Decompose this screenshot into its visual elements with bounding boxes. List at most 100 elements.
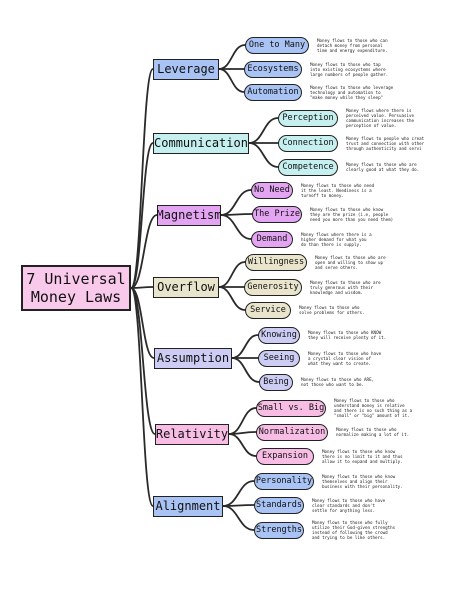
connector-law-to-sub xyxy=(220,213,253,216)
sub-label: Standards xyxy=(255,500,303,510)
sub-label: Expansion xyxy=(261,451,309,461)
sub-node: Normalization xyxy=(256,423,328,441)
root-node: 7 Universal Money Laws xyxy=(21,265,131,311)
sub-description: Money flows to those who KNOW they will … xyxy=(308,330,387,340)
sub-node: Demand xyxy=(251,230,293,248)
law-label: Magnetism xyxy=(156,208,222,222)
connector-law-to-sub xyxy=(218,44,246,70)
sub-description: Money flows to those who know themselves… xyxy=(322,473,403,489)
connector-law-to-sub xyxy=(228,407,257,435)
sub-label: Being xyxy=(263,377,289,387)
sub-description: Money flows to those who have a crystal … xyxy=(308,350,382,366)
connector-law-to-sub xyxy=(231,357,260,383)
law-node-relativity: Relativity xyxy=(155,423,229,445)
sub-node: Expansion xyxy=(256,447,314,465)
connector-root-to-law xyxy=(130,68,154,289)
root-label: 7 Universal Money Laws xyxy=(26,270,126,306)
connector-law-to-sub xyxy=(231,334,259,359)
sub-label: No Need xyxy=(254,185,290,195)
sub-description: Money flows to those who normalize makin… xyxy=(336,427,410,437)
connector-law-to-sub xyxy=(248,117,279,144)
sub-label: Competence xyxy=(282,162,334,172)
sub-label: Normalization xyxy=(258,427,326,437)
sub-description: Money flows where there is perceived val… xyxy=(346,108,415,128)
sub-label: Automation xyxy=(247,87,299,97)
sub-label: Ecosystems xyxy=(247,64,299,74)
sub-description: Money flows to those who solve problems … xyxy=(299,305,365,315)
sub-node: No Need xyxy=(251,181,293,199)
sub-description: Money flows to those who have clear stan… xyxy=(312,497,386,513)
sub-node: Automation xyxy=(244,83,302,101)
sub-node: Strengths xyxy=(254,521,304,539)
sub-node: The Prize xyxy=(252,205,302,223)
connector-root-to-law xyxy=(130,142,154,289)
sub-description: Money flows to those who can detach mone… xyxy=(317,37,388,53)
sub-node: One to Many xyxy=(245,36,309,54)
sub-node: Knowing xyxy=(258,326,300,344)
sub-node: Personality xyxy=(254,472,314,490)
law-label: Alignment xyxy=(155,499,221,513)
sub-description: Money flows to those who leverage techno… xyxy=(310,84,394,100)
law-label: Communication xyxy=(154,136,248,150)
sub-label: Connection xyxy=(282,138,334,148)
connector-law-to-sub xyxy=(218,261,246,288)
law-label: Leverage xyxy=(157,62,215,76)
law-label: Relativity xyxy=(155,427,229,441)
sub-description: Money flows to those who are clearly goo… xyxy=(346,162,420,172)
sub-description: Money flows to those who understand mone… xyxy=(334,398,413,418)
sub-description: Money flows to those who know they are t… xyxy=(310,206,394,222)
sub-label: The Prize xyxy=(253,209,301,219)
sub-label: Generosity xyxy=(247,282,299,292)
connector-root-to-law xyxy=(130,287,154,507)
connector-law-to-sub xyxy=(218,68,245,93)
sub-description: Money flows to those who tap into existi… xyxy=(310,61,389,77)
connector-root-to-law xyxy=(130,287,156,435)
sub-label: Small vs. Big xyxy=(257,403,325,413)
sub-label: Perception xyxy=(282,113,334,123)
sub-label: Seeing xyxy=(263,353,295,363)
law-node-communication: Communication xyxy=(153,132,249,154)
sub-node: Willingness xyxy=(245,253,307,271)
sub-node: Being xyxy=(259,373,293,391)
law-node-magnetism: Magnetism xyxy=(156,204,222,226)
sub-description: Money flows to those who need it the lea… xyxy=(301,182,375,198)
sub-label: Willingness xyxy=(247,257,305,267)
sub-node: Ecosystems xyxy=(244,60,302,78)
sub-node: Small vs. Big xyxy=(256,399,326,417)
sub-description: Money flows to those who ARE, not those … xyxy=(301,377,375,387)
sub-description: Money flows to those who fully utilize t… xyxy=(312,520,396,540)
sub-node: Generosity xyxy=(244,278,302,296)
sub-description: Money flows to those who know there is n… xyxy=(322,448,403,464)
sub-node: Service xyxy=(245,301,291,319)
law-node-leverage: Leverage xyxy=(153,58,219,80)
law-node-assumption: Assumption xyxy=(154,347,232,369)
connector-law-to-sub xyxy=(218,286,246,311)
law-label: Overflow xyxy=(157,280,215,294)
sub-node: Perception xyxy=(278,109,338,127)
sub-node: Seeing xyxy=(258,349,300,367)
sub-label: One to Many xyxy=(248,40,306,50)
sub-label: Knowing xyxy=(261,330,297,340)
connector-law-to-sub xyxy=(220,214,252,240)
sub-label: Personality xyxy=(255,476,313,486)
connector-law-to-sub xyxy=(220,189,252,216)
sub-description: Money flows to those who are truly gener… xyxy=(310,279,381,295)
sub-description: Money flows where there is a higher dema… xyxy=(301,231,372,247)
law-node-alignment: Alignment xyxy=(153,495,223,517)
sub-description: Money flows to people who creat trust an… xyxy=(346,135,425,151)
sub-label: Service xyxy=(250,305,286,315)
sub-node: Connection xyxy=(278,134,338,152)
law-node-overflow: Overflow xyxy=(153,276,219,298)
sub-label: Strengths xyxy=(255,525,303,535)
connector-law-to-sub xyxy=(222,504,255,507)
sub-description: Money flows to those who are open and wi… xyxy=(315,254,386,270)
connector-law-to-sub xyxy=(222,480,255,507)
sub-node: Standards xyxy=(254,496,304,514)
law-label: Assumption xyxy=(156,351,230,365)
connector-law-to-sub xyxy=(248,142,279,168)
sub-node: Competence xyxy=(278,158,338,176)
sub-label: Demand xyxy=(256,234,288,244)
connector-root-to-law xyxy=(130,286,154,289)
connector-law-to-sub xyxy=(222,505,255,531)
